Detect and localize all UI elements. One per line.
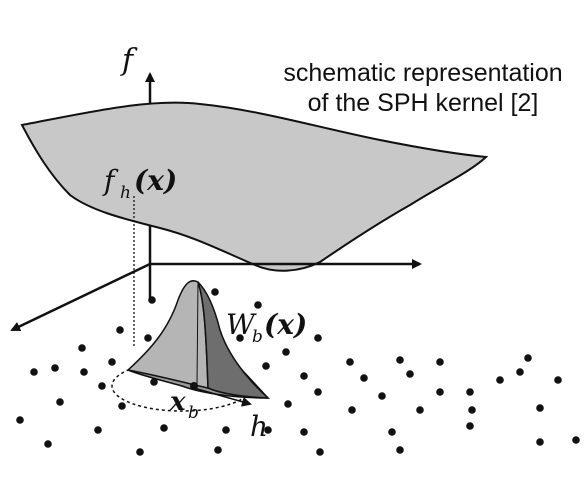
particle-dot	[314, 334, 322, 342]
particle-dot	[118, 402, 126, 410]
particle-dot	[16, 416, 24, 424]
label-f-axis: f	[120, 43, 138, 78]
particle-dot	[360, 374, 368, 382]
particle-dot	[316, 448, 324, 456]
particle-dot	[346, 358, 354, 366]
particle-dot	[436, 358, 444, 366]
svg-text:b: b	[252, 327, 263, 347]
particle-dot	[466, 388, 474, 396]
particle-dot	[388, 428, 396, 436]
svg-text:h: h	[120, 183, 131, 203]
particle-dot	[314, 388, 322, 396]
particle-dot	[300, 372, 308, 380]
particle-dot	[78, 344, 86, 352]
particle-dot	[254, 301, 262, 309]
particle-dot	[524, 354, 532, 362]
diagram-caption: schematic representation of the SPH kern…	[262, 58, 584, 118]
particle-dot	[348, 406, 356, 414]
svg-text:x: x	[169, 387, 186, 417]
particle-dot	[300, 428, 308, 436]
svg-text:(x): (x)	[264, 308, 307, 341]
particle-dot	[94, 426, 102, 434]
particle-dot	[44, 440, 52, 448]
caption-line-2: of the SPH kernel [2]	[307, 89, 539, 117]
particle-dot	[262, 362, 270, 370]
particle-dot	[378, 392, 386, 400]
caption-line-1: schematic representation	[283, 59, 563, 87]
particle-dot	[214, 446, 222, 454]
particle-dot	[144, 334, 152, 342]
particle-dot	[416, 406, 424, 414]
particle-dot	[108, 358, 116, 366]
particle-dot	[554, 376, 562, 384]
kernel-light-face	[126, 280, 209, 389]
particle-dot	[406, 370, 414, 378]
particle-dot	[236, 334, 244, 342]
svg-text:(x): (x)	[134, 164, 177, 197]
label-x-b: x b	[169, 387, 199, 423]
particle-dot	[80, 368, 88, 376]
particle-dot	[150, 378, 158, 386]
function-surface	[20, 101, 489, 272]
particle-dot	[536, 404, 544, 412]
particle-dot	[136, 448, 144, 456]
particle-dot	[516, 368, 524, 376]
particle-dot	[536, 438, 544, 446]
particle-dot	[284, 400, 292, 408]
particle-dot	[222, 426, 230, 434]
particle-dot	[211, 288, 219, 296]
label-W-b-x: W b (x)	[226, 308, 307, 347]
svg-text:b: b	[188, 403, 199, 423]
particle-dot	[436, 388, 444, 396]
particle-dot	[30, 368, 38, 376]
particle-dot	[56, 398, 64, 406]
svg-text:W: W	[226, 308, 257, 341]
particle-dot	[496, 376, 504, 384]
particle-dot	[116, 326, 124, 334]
particle-dot	[466, 422, 474, 430]
particle-dot	[572, 436, 580, 444]
particle-dot	[396, 446, 404, 454]
radius-h-arrow	[193, 387, 252, 407]
particles	[16, 288, 580, 456]
kernel-dark-face	[197, 281, 271, 399]
label-h: h	[250, 410, 268, 443]
particle-dot	[98, 382, 106, 390]
kernel-center-axis	[196, 281, 199, 386]
particle-dot	[396, 356, 404, 364]
particle-dot	[264, 426, 272, 434]
particle-dot	[51, 364, 59, 372]
particle-dot	[468, 406, 476, 414]
particle-dot	[160, 424, 168, 432]
depth-axis-line	[10, 262, 151, 332]
particle-dot	[282, 348, 290, 356]
particle-dot	[148, 296, 156, 304]
